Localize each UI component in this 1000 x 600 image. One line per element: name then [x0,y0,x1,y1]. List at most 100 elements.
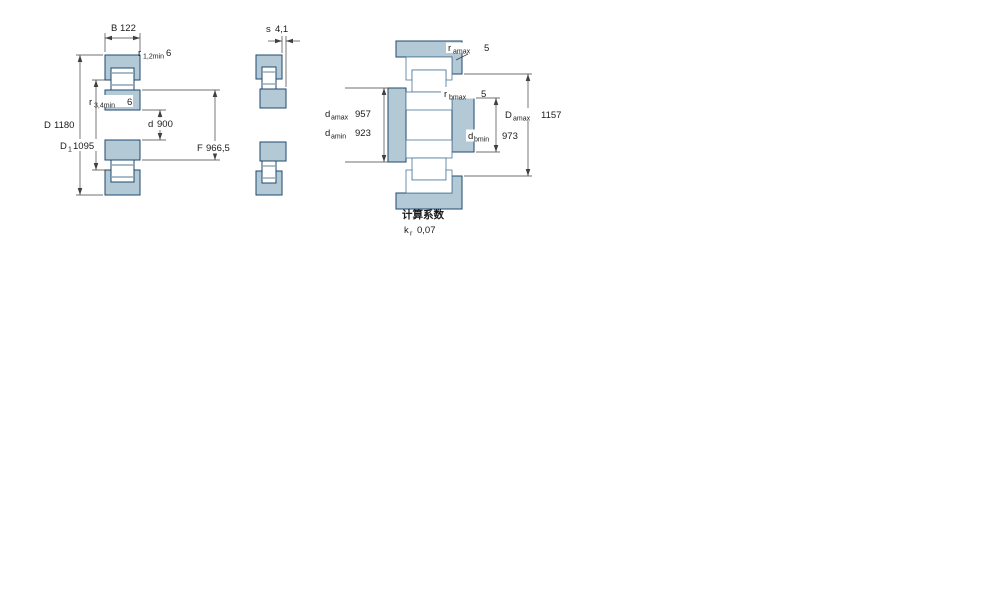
arrowhead [525,74,531,81]
label-bg [86,95,133,107]
dim-symbol: B [111,23,117,34]
dim-value: 5 [481,89,486,100]
arrowhead [286,38,293,44]
dimension-s: s 4,1 [266,24,300,87]
arrowhead [157,110,163,117]
roller-top [110,67,135,91]
dim-value: 1095 [73,141,94,152]
inner-ring-outline-bottom [405,139,453,159]
dim-value: 957 [355,109,371,120]
dim-value: 1180 [54,120,74,131]
label-bg [145,117,183,130]
dim-subscript: 3,4min [94,103,115,110]
axial-displacement-view: s 4,1 [255,24,300,196]
dimension-F: F 966,5 [142,89,238,161]
dim-subscript: amax [331,115,349,122]
dim-value: 973 [502,131,518,142]
dimension-rb: r bmax 5 [441,87,490,102]
arrowhead [212,153,218,160]
dim-symbol: r [138,48,141,59]
dimension-D1: D 1 1095 [57,79,110,171]
arrowhead [212,90,218,97]
label-bg [502,108,538,121]
dim-symbol: d [148,119,153,130]
arrowhead [493,145,499,152]
factor-symbol: k [404,225,409,236]
abutment-spacer-section [451,97,475,153]
dim-symbol: D [505,110,512,121]
dim-symbol: r [448,43,451,54]
dim-value: 5 [484,43,489,54]
arrowhead [525,169,531,176]
dimension-r34: r 3,4min 6 [86,95,133,110]
inner-ring-bottom-section [259,141,287,162]
dim-symbol: r [444,89,447,100]
bearing-cross-section-view: B 122 r 1,2min 6 r 3,4min 6 D 1180 [44,23,238,196]
label-bg [194,141,238,154]
arrowhead [93,163,99,170]
dimension-db: d bmin 973 [466,97,518,153]
mounting-dimensions-view: r amax 5 r bmax 5 d amax 957 d amin 923 [325,40,561,210]
dim-subscript: 1,2min [143,54,164,61]
inner-ring-top-section [259,88,287,109]
label-bg [57,139,99,151]
inner-ring-outline-top [405,91,453,111]
dim-value: 923 [355,128,371,139]
roller-bottom [261,160,277,184]
dim-subscript: amax [453,49,471,56]
dim-symbol: D [44,120,51,131]
leader-line [455,53,469,61]
dim-value: 4,1 [275,24,288,35]
label-bg [446,42,492,53]
arrowhead [493,98,499,105]
dim-value: 966,5 [206,143,230,154]
roller-outline-top [411,69,447,93]
dim-value: 6 [127,97,132,108]
dim-value: 122 [120,23,136,34]
calculation-factors-heading: 计算系数 [402,208,444,221]
arrowhead [133,35,140,41]
dim-symbol: r [89,97,92,108]
calculation-factors: 计算系数 k r 0,07 [402,208,444,238]
dim-symbol: d [325,109,330,120]
dim-subscript: amin [331,134,346,141]
factor-value: 0,07 [417,225,436,236]
dim-subscript: bmin [474,137,489,144]
roller-outline-bottom [411,157,447,181]
dimension-r12: r 1,2min 6 [138,48,171,61]
arrowhead [77,55,83,62]
dimension-D: D 1180 [44,54,103,196]
arrowhead [77,188,83,195]
label-bg [441,87,490,99]
arrowhead [105,35,112,41]
outer-ring-outline-bottom [405,169,453,194]
dim-value: 6 [166,48,171,59]
arrowhead [381,88,387,95]
dimension-Da: D amax 1157 [464,73,561,177]
dim-symbol: d [325,128,330,139]
arrowhead [93,80,99,87]
dimension-B: B 122 [104,23,141,52]
dim-value: 900 [157,119,173,130]
arrowhead [157,133,163,140]
dim-subscript: 1 [68,147,72,154]
dim-value: 1157 [541,110,561,121]
label-bg [466,129,492,142]
inner-ring-bottom-section [104,139,141,161]
dim-symbol: d [468,131,473,142]
dim-symbol: s [266,24,271,35]
arrowhead [381,155,387,162]
outer-ring-bottom-section [255,170,283,196]
dim-subscript: bmax [449,95,467,102]
factor-subscript: r [410,231,413,238]
shaft-shoulder-section [387,87,407,163]
dim-symbol: D [60,141,67,152]
dim-subscript: amax [513,116,531,123]
dimension-ra: r amax 5 [446,42,492,61]
dimension-da: d amax 957 d amin 923 [325,87,392,163]
dim-symbol: F [197,143,203,154]
roller-top [261,66,277,90]
arrowhead [275,38,282,44]
